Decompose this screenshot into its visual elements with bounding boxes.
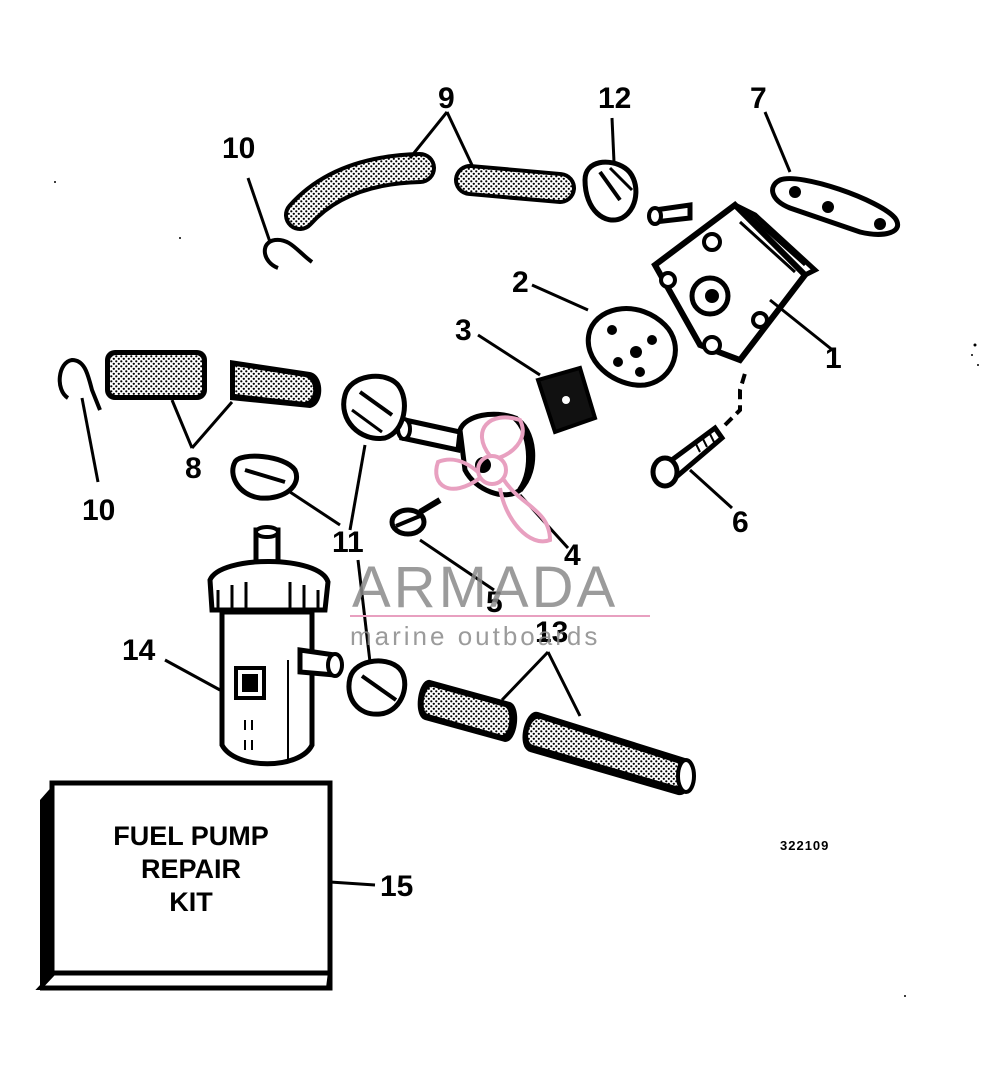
clamp-11-left	[230, 453, 299, 501]
callout-4: 4	[564, 539, 581, 572]
callout-13: 13	[535, 616, 568, 649]
callout-14: 14	[122, 634, 156, 667]
kit-label-line2: REPAIR	[141, 854, 241, 884]
bolt-6	[650, 369, 748, 489]
callout-numbers: 1 2 3 4 5 6 7 8 9 10 10 11 12 13 14 15	[82, 82, 842, 903]
clamp-12	[582, 159, 639, 223]
callout-1: 1	[825, 342, 842, 375]
callout-6: 6	[732, 506, 749, 539]
reference-number: 322109	[780, 838, 829, 853]
upper-hose-clip	[262, 237, 314, 270]
callout-7: 7	[750, 82, 767, 115]
gasket-3	[535, 365, 598, 435]
lower-left-hose	[105, 350, 322, 408]
scan-specks	[54, 181, 979, 997]
propeller-logo-icon	[434, 415, 553, 544]
callout-9: 9	[438, 82, 455, 115]
callout-5: 5	[486, 586, 503, 619]
callout-2: 2	[512, 266, 529, 299]
callout-10-upper: 10	[222, 132, 255, 165]
gasket-7	[770, 176, 900, 237]
callout-12: 12	[598, 82, 631, 115]
lower-hose-clip	[57, 357, 102, 411]
callout-15: 15	[380, 870, 413, 903]
pump-cover-4	[396, 411, 536, 498]
watermark: ARMADA marine outboards	[350, 415, 650, 651]
callout-11: 11	[332, 526, 364, 559]
watermark-tagline: marine outboards	[350, 621, 600, 651]
watermark-brand: ARMADA	[352, 555, 618, 620]
diaphragm-2	[585, 306, 678, 388]
callout-10-lower: 10	[82, 494, 115, 527]
hose-13	[417, 679, 696, 796]
fuel-pump-body	[647, 201, 820, 364]
kit-label-line1: FUEL PUMP	[113, 821, 269, 851]
fuel-filter-14	[207, 525, 344, 767]
clamp-11-upper	[341, 373, 407, 441]
upper-fuel-hose	[284, 152, 576, 231]
repair-kit-box: FUEL PUMP REPAIR KIT	[35, 780, 333, 991]
screw-5	[389, 497, 442, 537]
callout-3: 3	[455, 314, 472, 347]
kit-label-line3: KIT	[169, 887, 213, 917]
clamp-11-lower	[346, 658, 408, 717]
leader-lines	[80, 111, 836, 887]
callout-8: 8	[185, 452, 202, 485]
